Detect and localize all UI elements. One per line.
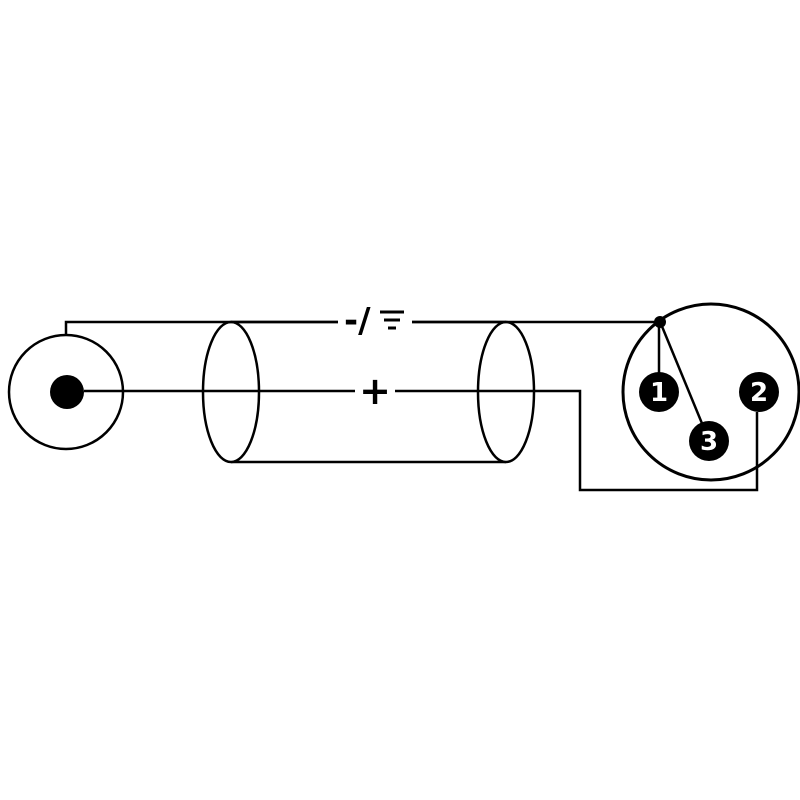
diagram-root: -/ + 1 2 3 bbox=[7, 301, 800, 492]
xlr-pin-2-label: 2 bbox=[750, 378, 768, 408]
ground-icon bbox=[380, 310, 404, 330]
positive-wire bbox=[84, 389, 759, 492]
xlr-pin-3 bbox=[689, 421, 729, 461]
shield-label-group: -/ bbox=[338, 301, 412, 341]
xlr-pin-3-label: 3 bbox=[700, 427, 718, 457]
xlr-pins: 1 2 3 bbox=[639, 372, 779, 461]
shield-label: -/ bbox=[344, 301, 371, 341]
xlr-pin-2 bbox=[739, 372, 779, 412]
junction-dot bbox=[654, 316, 666, 328]
xlr-pin-1 bbox=[639, 372, 679, 412]
xlr-body bbox=[621, 302, 800, 482]
positive-label-background bbox=[355, 373, 395, 410]
positive-label: + bbox=[359, 369, 391, 413]
xlr-pin-1-label: 1 bbox=[650, 378, 668, 408]
shield-to-pin3-wire bbox=[659, 323, 710, 439]
shield-wire bbox=[64, 320, 660, 336]
rca-center-pin bbox=[50, 375, 84, 409]
positive-label-group: + bbox=[355, 369, 395, 413]
